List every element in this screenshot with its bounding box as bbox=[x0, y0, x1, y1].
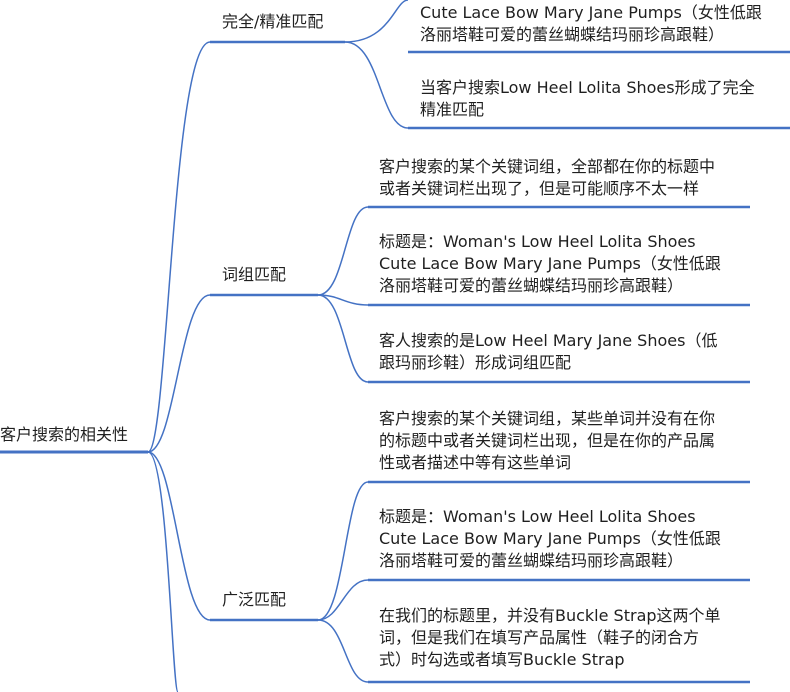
leaf-node: 当客户搜索Low Heel Lolita Shoes形成了完全 精准匹配 bbox=[420, 78, 755, 119]
leaf-node: Cute Lace Bow Mary Jane Pumps（女性低跟 洛丽塔鞋可… bbox=[420, 3, 762, 44]
leaf-node: 客人搜索的是Low Heel Mary Jane Shoes（低 跟玛丽珍鞋）形… bbox=[379, 331, 718, 372]
connector-b2-l1 bbox=[317, 206, 369, 296]
connector-b3-l2 bbox=[317, 579, 369, 621]
branch-node-phrase-match: 词组匹配 bbox=[222, 265, 287, 284]
branch-node-exact-match: 完全/精准匹配 bbox=[222, 12, 324, 31]
connector-root-b1 bbox=[147, 41, 211, 453]
leaf-node: 客户搜索的某个关键词组，某些单词并没有在你 的标题中或者关键词栏出现，但是在你的… bbox=[379, 409, 716, 472]
connector-root-b4 bbox=[147, 451, 179, 692]
connector-b2-l3 bbox=[317, 294, 369, 383]
connector-root-b2 bbox=[147, 294, 211, 453]
branch-node-broad-match: 广泛匹配 bbox=[222, 590, 287, 609]
connector-root-b3 bbox=[147, 451, 211, 621]
leaf-node: 在我们的标题里，并没有Buckle Strap这两个单 词，但是我们在填写产品属… bbox=[379, 606, 721, 669]
connector-b1-l1 bbox=[344, 0, 409, 43]
connector-b2-l2 bbox=[317, 294, 369, 306]
root-node: 客户搜索的相关性 bbox=[0, 425, 129, 444]
connector-b3-l1 bbox=[317, 481, 369, 621]
leaf-node: 标题是：Woman's Low Heel Lolita Shoes Cute L… bbox=[379, 507, 721, 570]
connector-b3-l3 bbox=[317, 619, 369, 683]
connector-b1-l2 bbox=[344, 41, 409, 129]
leaf-node: 客户搜索的某个关键词组，全部都在你的标题中 或者关键词栏出现了，但是可能顺序不太… bbox=[379, 157, 716, 198]
leaf-node: 标题是：Woman's Low Heel Lolita Shoes Cute L… bbox=[379, 232, 721, 295]
